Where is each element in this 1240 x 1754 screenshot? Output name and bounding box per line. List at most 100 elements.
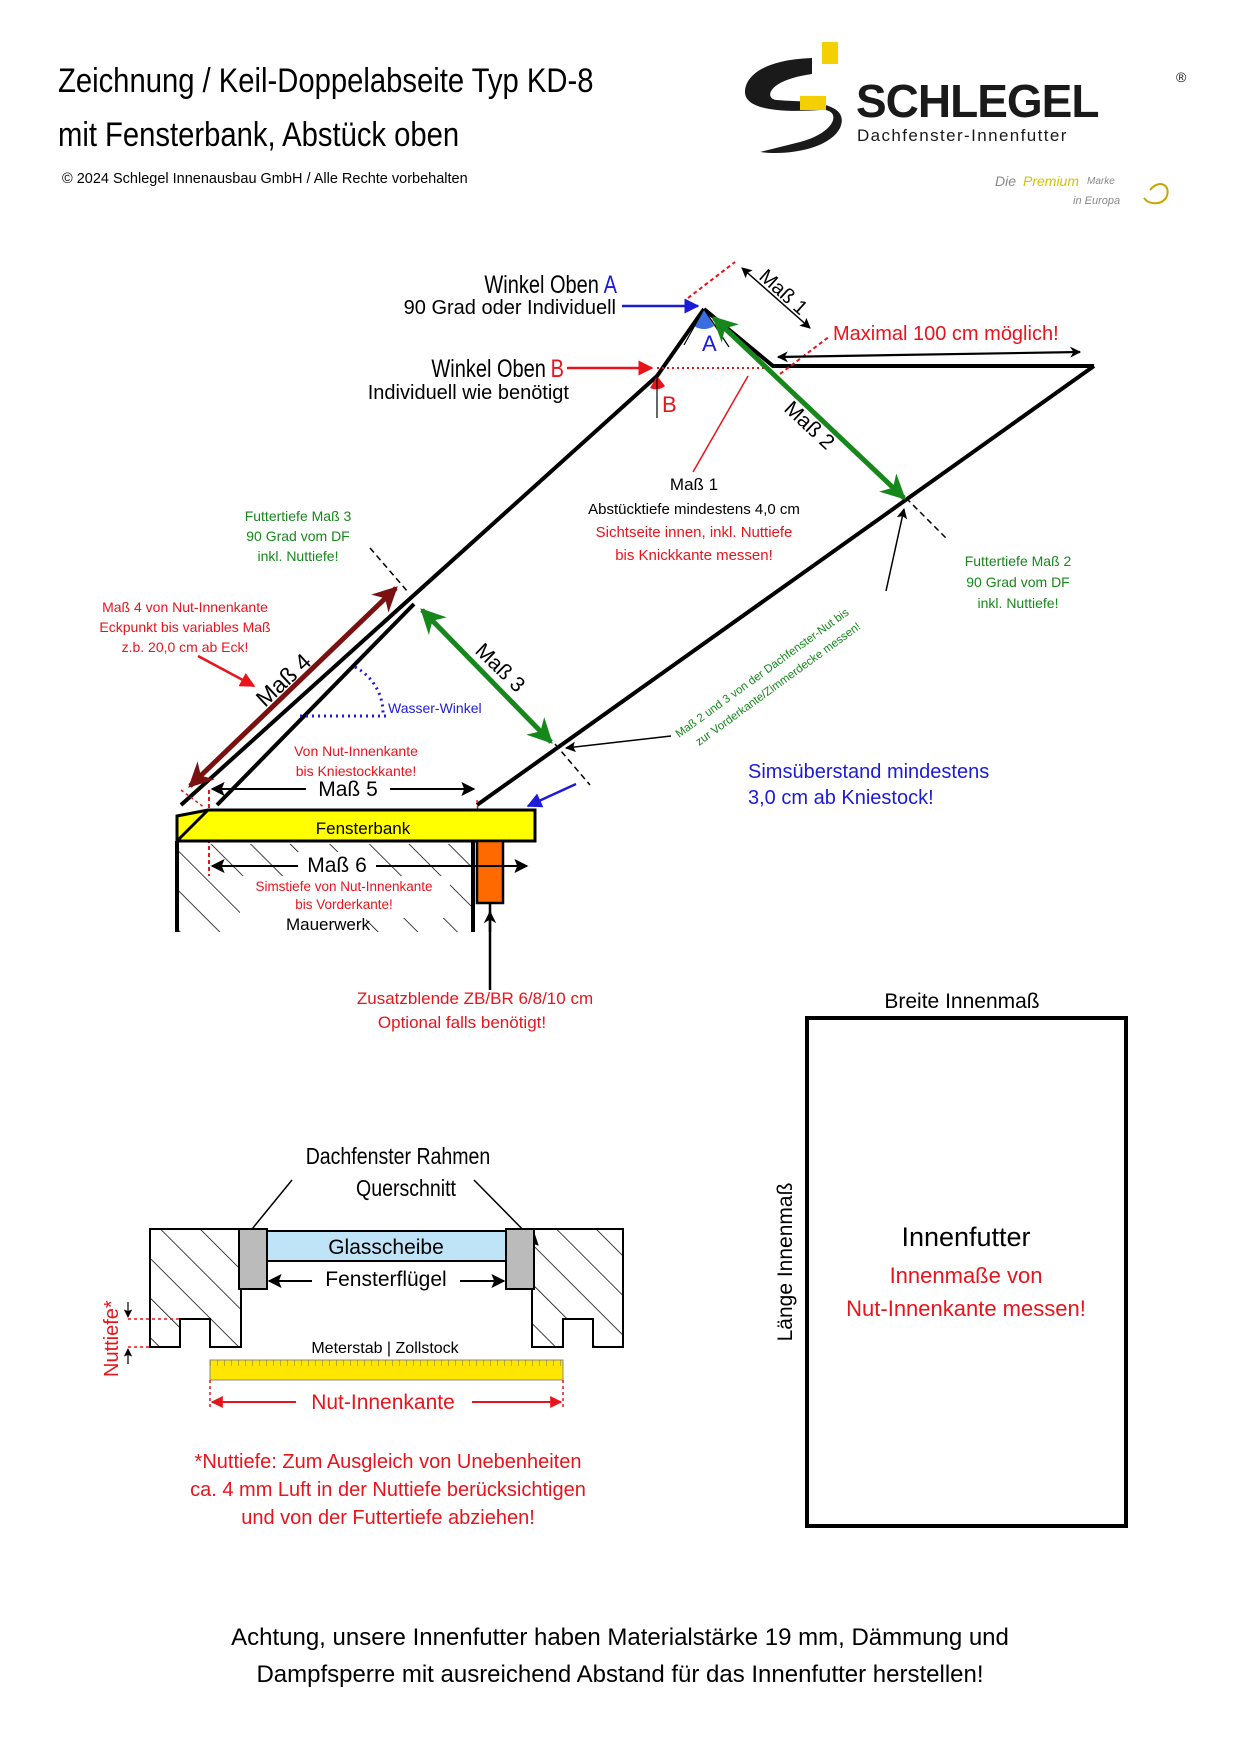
meterstab-label: Meterstab | Zollstock [311, 1340, 459, 1357]
footer-line-1: Achtung, unsere Innenfutter haben Materi… [231, 1624, 1009, 1651]
mass4-note-l2: Eckpunkt bis variables Maß [99, 619, 270, 635]
mass1-extension-1 [687, 261, 736, 299]
laenge-label: Länge Innenmaß [774, 1183, 797, 1342]
ft2-l2: 90 Grad vom DF [966, 574, 1069, 590]
box-sub-l1: Innenmaße von [890, 1263, 1043, 1288]
mass4-top-extension [369, 547, 409, 593]
logo-accent-mid [800, 96, 826, 110]
mass4-arrow [188, 586, 398, 788]
zusatz-note-l1: Zusatzblende ZB/BR 6/8/10 cm [357, 989, 593, 1008]
ft3-l2: 90 Grad vom DF [246, 528, 349, 544]
nuttiefe-note-l3: und von der Futtertiefe abziehen! [241, 1507, 535, 1529]
sims-note-l1: Simsüberstand mindestens [748, 761, 989, 783]
mass5-note-l2: bis Kniestockkante! [296, 763, 417, 779]
mass4-note-l3: z.b. 20,0 cm ab Eck! [122, 639, 249, 655]
diag-note-arrow-left [564, 735, 672, 753]
wasser-winkel-label: Wasser-Winkel [388, 700, 482, 716]
box-sub-l2: Nut-Innenkante messen! [846, 1296, 1086, 1321]
diag-note-l2: zur Vorderkante/Zimmerdecke messen! [694, 621, 863, 749]
logo-tagline-3: Marke [1087, 176, 1115, 187]
ft2-l1: Futtertiefe Maß 2 [965, 553, 1072, 569]
nuttiefe-note-l2: ca. 4 mm Luft in der Nuttiefe berücksich… [190, 1479, 586, 1501]
zusatz-note-l2: Optional falls benötigt! [378, 1013, 546, 1032]
mass1-note-title: Maß 1 [670, 475, 718, 494]
logo-registered: ® [1176, 69, 1187, 85]
mass6-note-l1: Simstiefe von Nut-Innenkante [255, 879, 432, 894]
nut-label: Nut-Innenkante [311, 1391, 455, 1414]
box-outline [805, 1016, 1128, 1528]
mass3-extension [554, 743, 591, 786]
mass3-arrow [420, 608, 553, 744]
winkel-b-sub: Individuell wie benötigt [368, 382, 570, 404]
winkel-a-marker-icon [694, 309, 714, 330]
mass1-extension-2 [779, 335, 831, 375]
nuttiefe-note-l1: *Nuttiefe: Zum Ausgleich von Unebenheite… [195, 1451, 582, 1473]
mass1-note-l3: bis Knickkante messen! [615, 547, 773, 564]
mass5-note-l1: Von Nut-Innenkante [294, 743, 418, 759]
box-title: Innenfutter [901, 1222, 1030, 1252]
mass1-note-l2: Sichtseite innen, inkl. Nuttiefe [596, 524, 793, 541]
max-span-arrow [776, 346, 1082, 363]
diag-note-l1: Maß 2 und 3 von der Dachfenster-Nut bis [674, 607, 852, 741]
fluegel-label: Fensterflügel [325, 1268, 446, 1291]
mass6-label-bg [298, 852, 376, 876]
mass1-note-l1: Abstücktiefe mindestens 4,0 cm [588, 501, 800, 518]
mass1-note-pointer [692, 375, 749, 473]
footer-note: Achtung, unsere Innenfutter haben Materi… [231, 1624, 1009, 1688]
right-slope-line [475, 364, 1096, 807]
footer-line-2: Dampfsperre mit ausreichend Abstand für … [256, 1661, 983, 1688]
logo-subtitle: Dachfenster-Innenfutter [857, 126, 1068, 145]
glass-label: Glasscheibe [328, 1236, 444, 1259]
max-note: Maximal 100 cm möglich! [833, 323, 1059, 345]
mass4-note-l1: Maß 4 von Nut-Innenkante [102, 599, 268, 615]
sims-note-l2: 3,0 cm ab Kniestock! [748, 787, 934, 809]
schlegel-logo: SCHLEGEL ® Dachfenster-Innenfutter Die P… [745, 42, 1187, 207]
logo-tagline-4: in Europa [1073, 195, 1120, 207]
winkel-b-letter-mark: B [662, 392, 677, 417]
logo-accent-top [822, 42, 838, 64]
fensterbank-label: Fensterbank [316, 819, 411, 838]
logo-tagline-2: Premium [1023, 173, 1079, 189]
ruler-ticks [210, 1360, 563, 1368]
sims-note-arrow [526, 782, 577, 808]
breite-label: Breite Innenmaß [884, 990, 1039, 1013]
mass2-arrow [712, 316, 906, 500]
mass5-dim-label: Maß 5 [318, 778, 378, 801]
title-line-1: Zeichnung / Keil-Doppelabseite Typ KD-8 [58, 61, 593, 100]
ft3-l3: inkl. Nuttiefe! [258, 548, 339, 564]
header: Zeichnung / Keil-Doppelabseite Typ KD-8 … [58, 61, 593, 187]
sash-left [238, 1228, 268, 1290]
fensterbank-slab [175, 808, 537, 843]
mass6-note-bg [240, 876, 450, 918]
glass-pane [266, 1230, 507, 1262]
ft2-l3: inkl. Nuttiefe! [978, 595, 1059, 611]
logo-swoosh-icon [745, 58, 842, 153]
title-line-2: mit Fensterbank, Abstück oben [58, 115, 459, 154]
mass6-dim-label: Maß 6 [307, 854, 367, 877]
mass4-dim-label: Maß 4 [251, 648, 317, 712]
winkel-a-letter-mark: A [702, 331, 717, 356]
nuttiefe-label: Nuttiefe* [101, 1300, 123, 1377]
logo-tagline-swirl-icon [1143, 183, 1169, 205]
winkel-a-tick-l [683, 308, 705, 346]
mass4-note-arrow [197, 654, 256, 688]
sash-right [505, 1228, 535, 1290]
mauerwerk-label: Mauerwerk [286, 915, 371, 934]
logo-tagline-1: Die [995, 173, 1016, 189]
wasser-winkel-arc [354, 665, 385, 715]
fluegel-label-bg [312, 1266, 460, 1292]
nut-label-bg [296, 1388, 472, 1414]
mass5-label-bg [306, 776, 390, 802]
innenfutter-box: Breite Innenmaß Länge Innenmaß Innenfutt… [774, 990, 1128, 1528]
zusatzblende-block [475, 839, 505, 905]
ft3-l1: Futtertiefe Maß 3 [245, 508, 352, 524]
rahmen-label-l2: Querschnitt [356, 1176, 456, 1202]
diag-note-arrow-right [885, 507, 908, 592]
mass1-dim-label: Maß 1 [755, 265, 812, 319]
rahmen-label-l1: Dachfenster Rahmen [306, 1144, 491, 1170]
winkel-a-sub: 90 Grad oder Individuell [404, 297, 616, 319]
mass6-note-l2: bis Vorderkante! [295, 897, 393, 912]
